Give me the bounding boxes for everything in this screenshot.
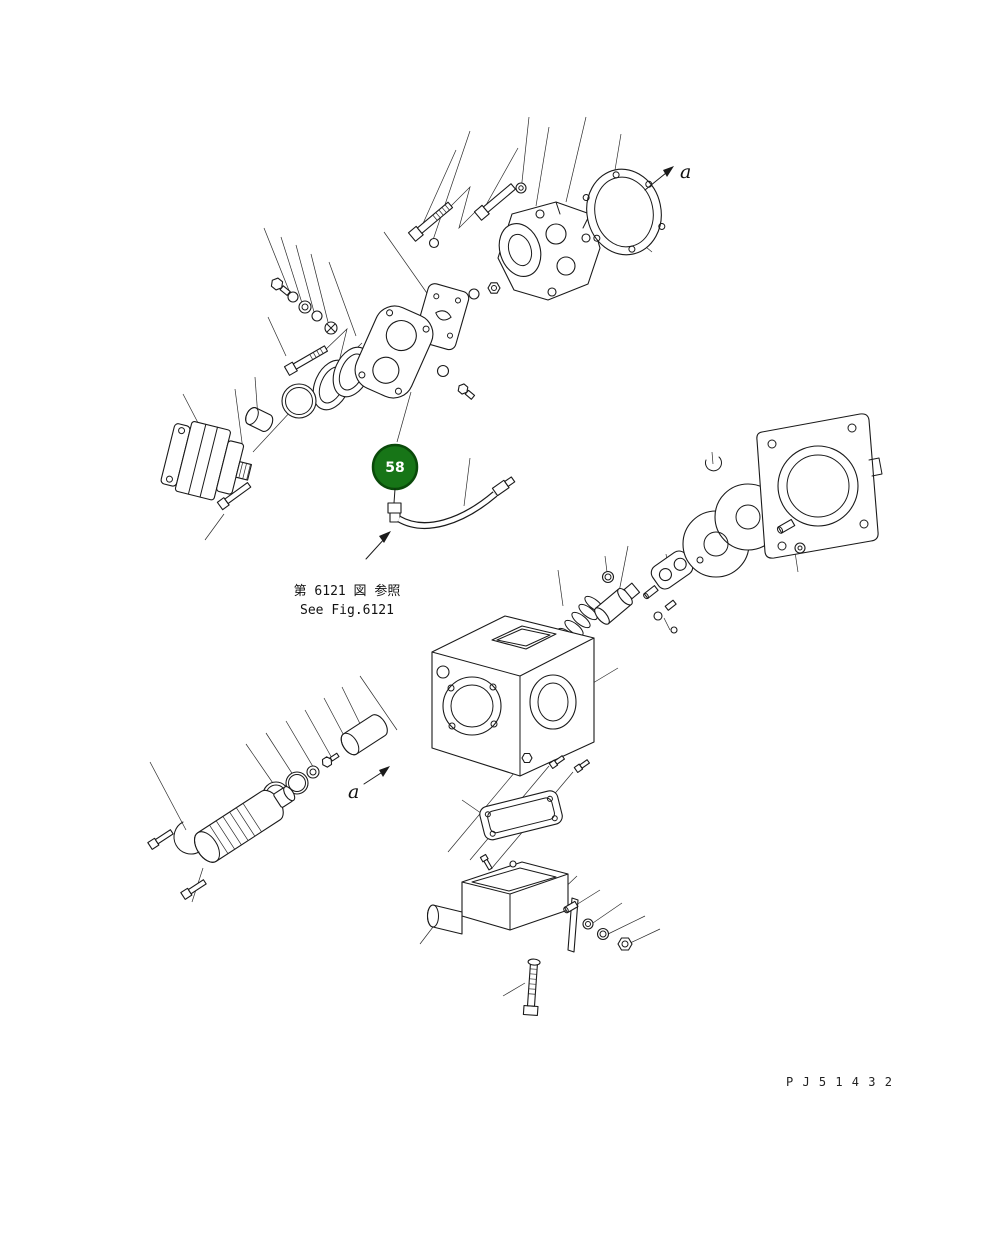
hex-plug	[521, 752, 533, 764]
pin	[664, 599, 677, 611]
valve-spool	[594, 582, 641, 625]
set-screw	[479, 853, 493, 871]
washer	[468, 288, 480, 300]
small-gear-pump	[160, 421, 252, 501]
shim-plate	[567, 897, 579, 953]
hose	[397, 491, 498, 529]
pin	[776, 518, 796, 534]
section-arrow-a-top: a	[644, 161, 691, 191]
washer	[601, 570, 615, 584]
suction-valve-block	[426, 861, 569, 935]
main-pump-housing	[431, 615, 595, 777]
pin	[643, 585, 659, 600]
washer	[582, 918, 594, 930]
drain-bolt	[522, 958, 541, 1017]
callout-58[interactable]: 58	[371, 443, 419, 491]
o-ring-small	[794, 542, 806, 554]
cover-gasket	[479, 790, 563, 841]
hex-plug	[457, 383, 476, 400]
hex-plug	[270, 277, 291, 296]
clamp-ring	[173, 821, 200, 855]
o-ring-small	[298, 300, 312, 314]
fitting	[324, 321, 338, 335]
clamp-bolt	[147, 829, 174, 850]
figure-reference-en: See Fig.6121	[300, 603, 394, 618]
section-arrow-a-mid: a	[348, 766, 390, 803]
section-label-a-top: a	[680, 161, 691, 183]
valve-cover-flange	[354, 305, 434, 399]
o-ring-large	[281, 383, 317, 419]
spring-washer	[596, 927, 610, 941]
part-code: P J 5 1 4 3 2	[786, 1075, 893, 1089]
pump-bolt	[216, 482, 252, 511]
callout-number: 58	[385, 460, 404, 476]
pump-gasket	[582, 168, 666, 256]
o-ring-small	[653, 611, 663, 621]
figure-reference: 第 6121 図 参照 See Fig.6121	[294, 531, 401, 618]
washer	[436, 364, 450, 378]
washer	[287, 291, 299, 303]
mounting-bolt	[473, 183, 517, 221]
spring-washer	[515, 182, 527, 194]
hose-fitting	[491, 476, 516, 497]
hex-plug	[321, 752, 340, 768]
section-label-a-mid: a	[348, 781, 359, 803]
washer	[509, 860, 517, 868]
figure-reference-jp: 第 6121 図 参照	[294, 583, 401, 599]
washer	[306, 765, 320, 779]
long-bolt	[283, 345, 329, 376]
leader-lines	[149, 116, 799, 997]
upper-gear-pump	[497, 201, 601, 301]
o-ring	[285, 771, 309, 795]
washer	[670, 626, 678, 634]
sleeve	[340, 714, 388, 756]
hex-nut	[617, 937, 633, 951]
washer	[428, 237, 440, 249]
mounting-bolt	[407, 201, 454, 242]
washer	[311, 310, 323, 322]
bushing	[245, 407, 274, 432]
hex-plug	[487, 282, 501, 294]
snap-ring	[705, 456, 722, 472]
clamp-bolt	[180, 879, 207, 900]
plug-screw	[573, 759, 590, 774]
plug-screw	[548, 755, 565, 770]
pin	[563, 900, 579, 914]
strainer	[193, 786, 296, 863]
mounting-plate	[756, 413, 883, 559]
